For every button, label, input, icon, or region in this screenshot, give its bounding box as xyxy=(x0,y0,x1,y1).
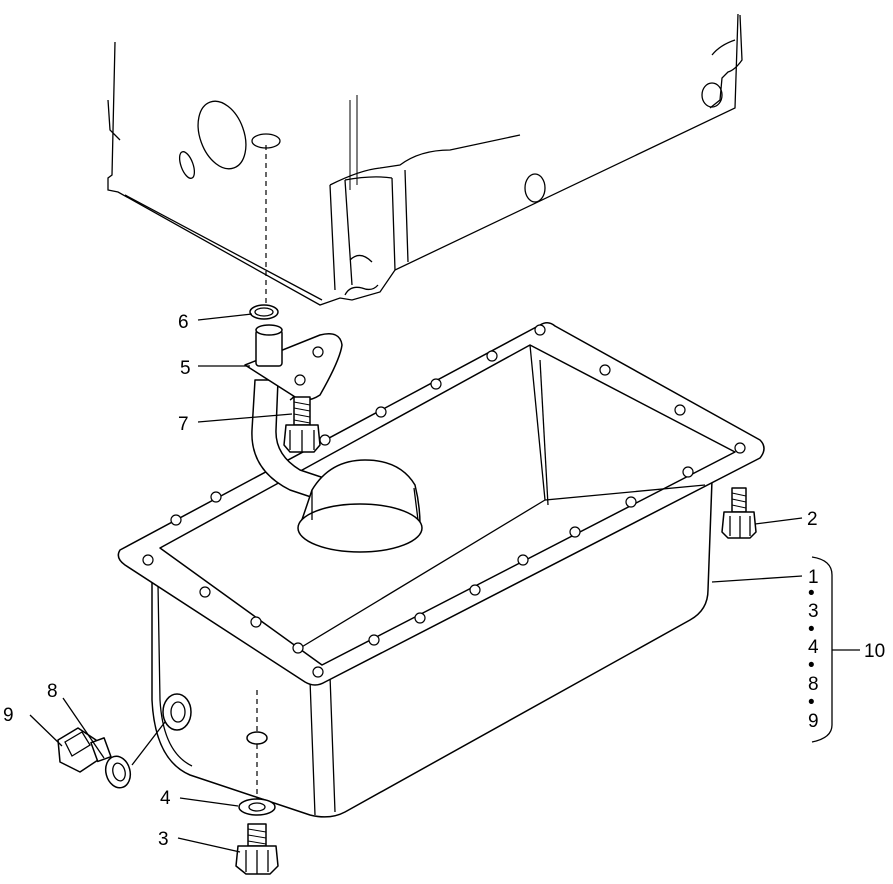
kit-item-8: 8 xyxy=(808,674,819,695)
leader-lines xyxy=(29,313,860,853)
callout-10: 10 xyxy=(864,641,885,662)
kit-separator: • xyxy=(808,583,815,604)
kit-separator: • xyxy=(808,692,815,713)
callout-3: 3 xyxy=(158,829,169,850)
pan-bolt xyxy=(721,487,757,539)
kit-separator: • xyxy=(808,619,815,640)
callout-5: 5 xyxy=(180,358,191,379)
bottom-drain-plug xyxy=(235,823,279,875)
oil-pan xyxy=(117,322,765,818)
callout-7: 7 xyxy=(178,414,189,435)
pipe-bolt xyxy=(283,396,321,453)
oil-suction-pipe xyxy=(244,324,423,553)
side-drain-plug xyxy=(57,727,112,773)
o-ring xyxy=(249,304,279,320)
sealing-washer-8 xyxy=(104,755,132,789)
callout-9: 9 xyxy=(3,705,14,726)
kit-item-3: 3 xyxy=(808,601,819,622)
engine-block xyxy=(107,13,743,306)
kit-separator: • xyxy=(808,655,815,676)
callout-4: 4 xyxy=(160,788,171,809)
callout-6: 6 xyxy=(178,312,189,333)
callout-8: 8 xyxy=(47,681,58,702)
kit-item-4: 4 xyxy=(808,637,819,658)
callout-1: 1 xyxy=(808,567,819,588)
sealing-washer-4 xyxy=(238,798,276,816)
kit-item-9: 9 xyxy=(808,711,819,732)
callout-2: 2 xyxy=(807,509,818,530)
